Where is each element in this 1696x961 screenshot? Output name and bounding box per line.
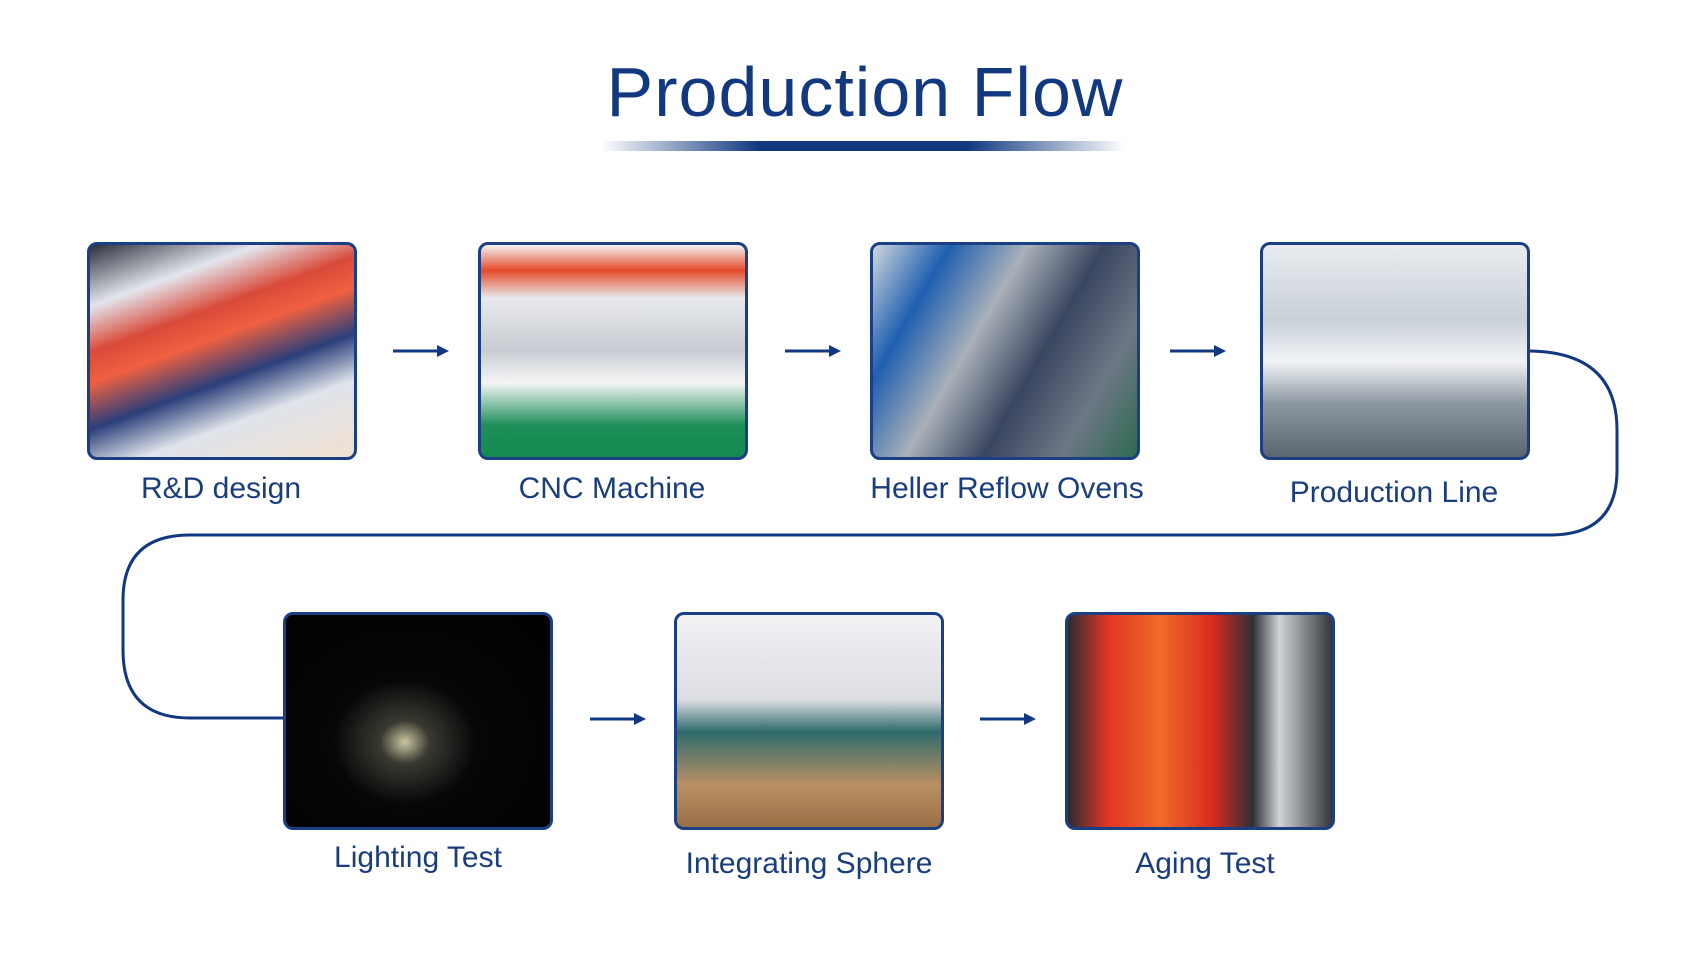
arrow-right-icon <box>590 713 646 725</box>
production-line-photo <box>1260 242 1530 460</box>
rd-design-photo <box>87 242 357 460</box>
arrow-right-icon <box>393 345 449 357</box>
step-label-rd-design: R&D design <box>140 472 302 505</box>
page-title: Production Flow <box>606 53 1124 131</box>
arrow-right-icon <box>785 345 841 357</box>
step-label-lighting-test: Lighting Test <box>334 841 502 874</box>
aging-test-photo <box>1065 612 1335 830</box>
step-label-reflow-ovens: Heller Reflow Ovens <box>870 472 1144 505</box>
arrow-right-icon <box>980 713 1036 725</box>
arrow-right-icon <box>1170 345 1226 357</box>
title-underline <box>601 141 1125 151</box>
step-label-production-line: Production Line <box>1289 476 1499 509</box>
step-label-aging-test: Aging Test <box>1135 847 1275 880</box>
step-label-integrating-sphere: Integrating Sphere <box>685 847 933 880</box>
lighting-test-photo <box>283 612 553 830</box>
integrating-sphere-photo <box>674 612 944 830</box>
step-label-cnc-machine: CNC Machine <box>518 472 706 505</box>
reflow-ovens-photo <box>870 242 1140 460</box>
cnc-machine-photo <box>478 242 748 460</box>
